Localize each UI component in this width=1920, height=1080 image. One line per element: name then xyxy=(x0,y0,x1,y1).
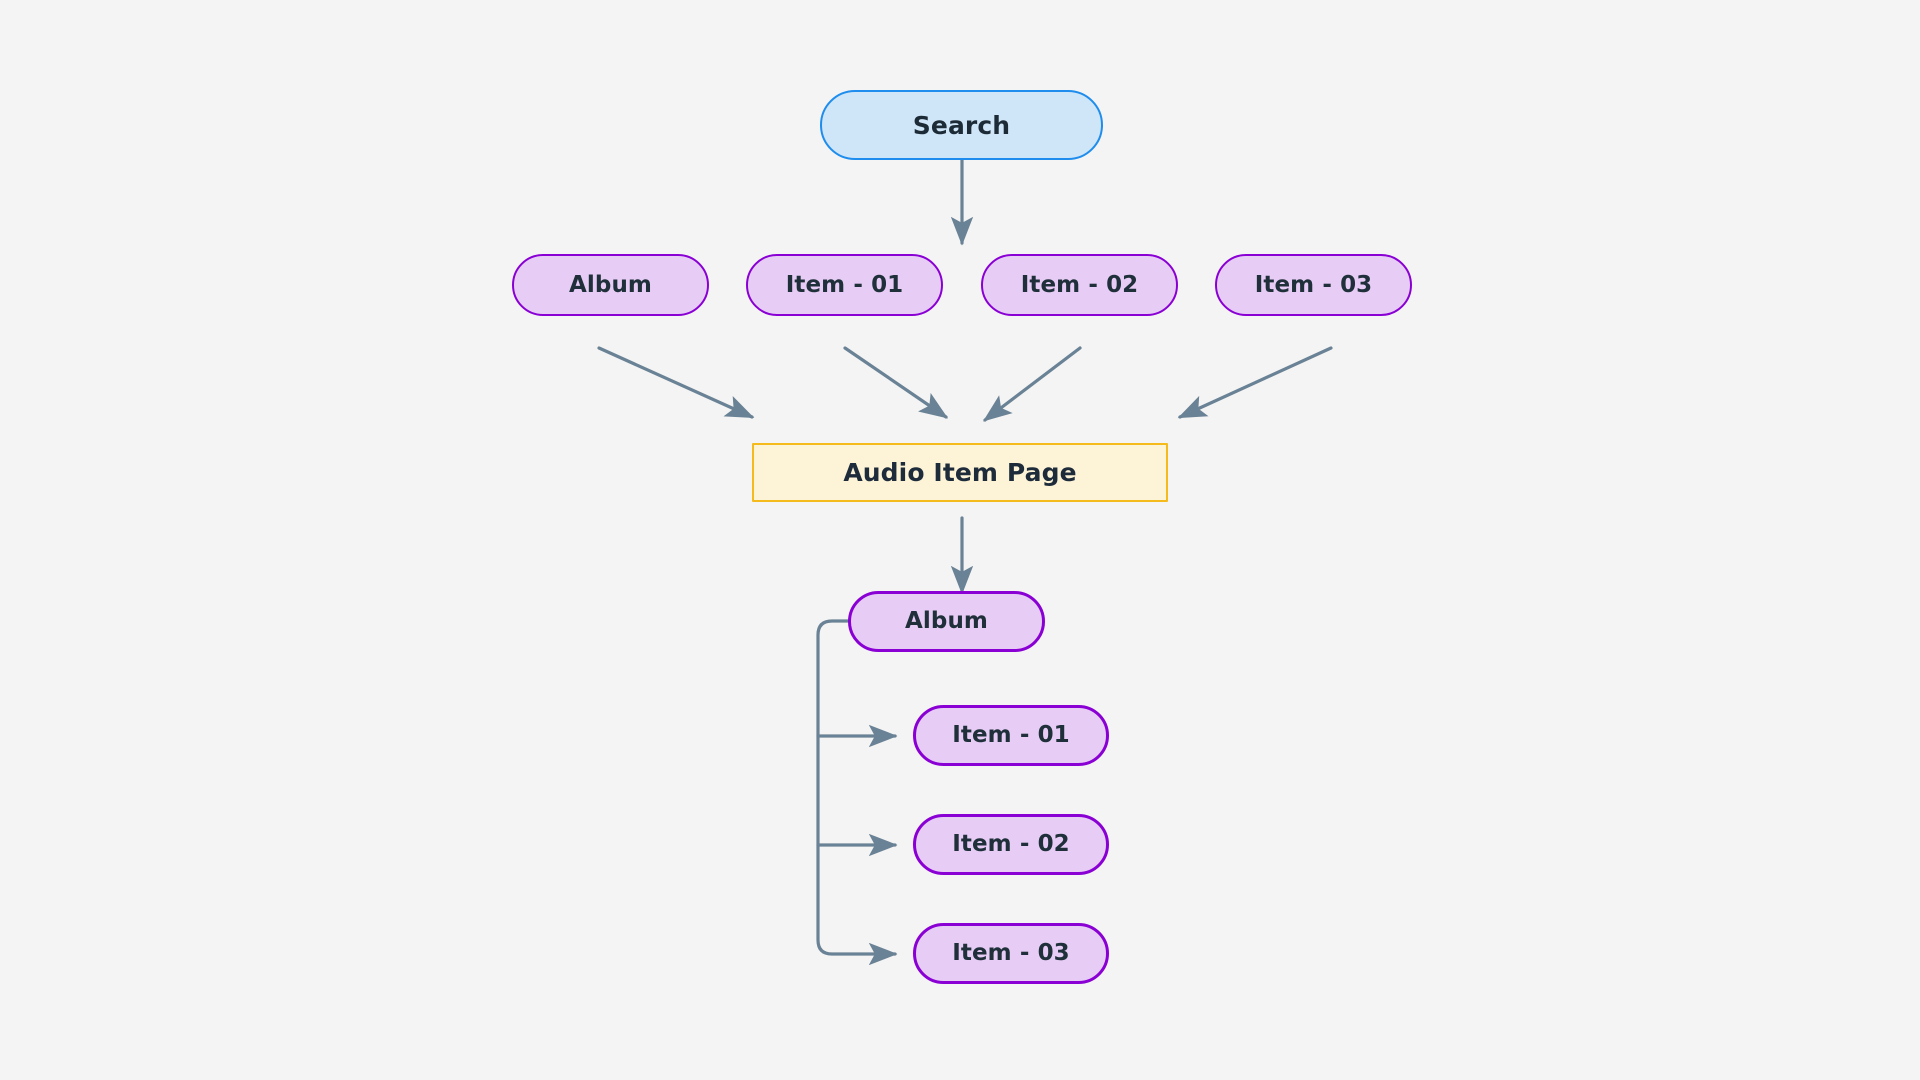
node-album-child-item-02-label: Item - 02 xyxy=(952,831,1070,857)
node-row2-item-01-label: Item - 01 xyxy=(785,271,904,298)
node-album-child-item-02[interactable]: Item - 02 xyxy=(913,814,1109,875)
node-album-child-item-01-label: Item - 01 xyxy=(952,722,1070,748)
node-audio-item-page[interactable]: Audio Item Page xyxy=(752,443,1168,502)
node-album-child-item-03-label: Item - 03 xyxy=(952,940,1070,966)
edge-album-to-page xyxy=(597,346,755,419)
node-row2-album-label: Album xyxy=(569,271,652,298)
node-album-detail-label: Album xyxy=(905,608,988,634)
edge-album-trunk xyxy=(816,619,898,966)
node-album-detail[interactable]: Album xyxy=(848,591,1045,652)
node-row2-item-02[interactable]: Item - 02 xyxy=(981,254,1178,316)
node-audio-item-page-label: Audio Item Page xyxy=(843,458,1077,487)
node-album-child-item-01[interactable]: Item - 01 xyxy=(913,705,1109,766)
node-search-label: Search xyxy=(912,110,1011,140)
node-row2-item-03[interactable]: Item - 03 xyxy=(1215,254,1412,316)
node-row2-item-03-label: Item - 03 xyxy=(1254,271,1373,298)
node-row2-album[interactable]: Album xyxy=(512,254,709,316)
node-search[interactable]: Search xyxy=(820,90,1103,160)
edge-item02-to-page xyxy=(982,346,1082,422)
node-row2-item-02-label: Item - 02 xyxy=(1020,271,1139,298)
node-row2-item-01[interactable]: Item - 01 xyxy=(746,254,943,316)
node-album-child-item-03[interactable]: Item - 03 xyxy=(913,923,1109,984)
edge-item03-to-page xyxy=(1177,346,1333,419)
edge-item01-to-page xyxy=(843,346,949,419)
